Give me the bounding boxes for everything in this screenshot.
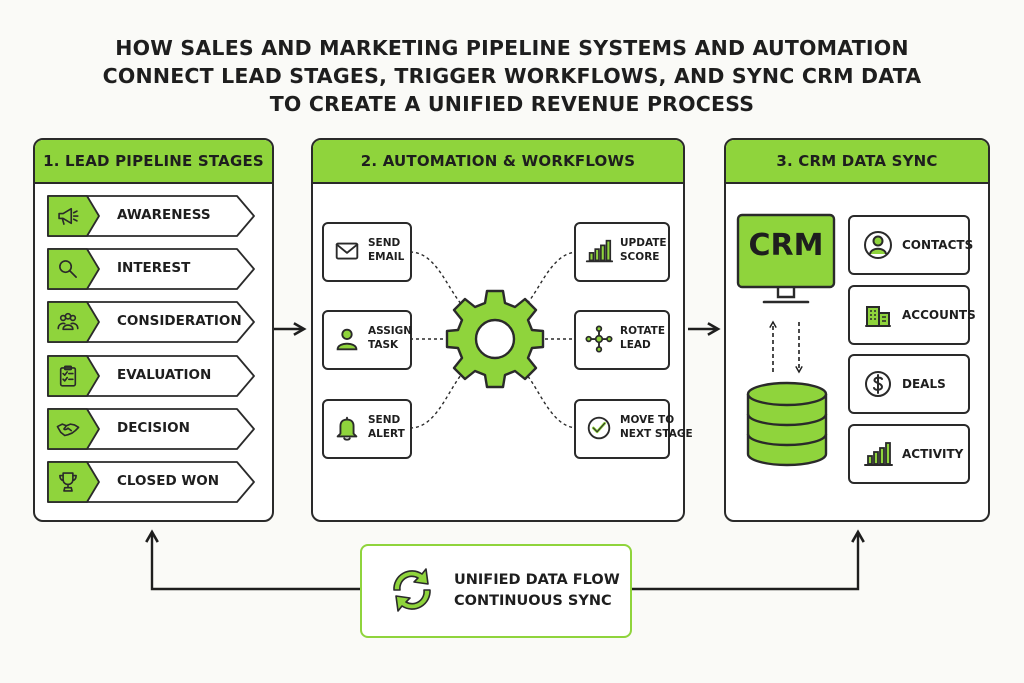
title-line-3: TO CREATE A UNIFIED REVENUE PROCESS	[269, 92, 755, 116]
stage-chevron-shape	[47, 301, 255, 343]
unified-line-1: UNIFIED DATA FLOW	[454, 572, 620, 588]
stage-evaluation: EVALUATION	[47, 355, 287, 397]
monitor-stand	[776, 287, 796, 299]
action-label: ROTATE LEAD	[620, 324, 665, 352]
action-label: ASSIGN TASK	[368, 324, 412, 352]
check-circle-icon	[584, 413, 614, 443]
title-line-1: HOW SALES AND MARKETING PIPELINE SYSTEMS…	[115, 36, 909, 60]
loop-arrow-left	[145, 529, 360, 591]
clipboard-icon	[53, 363, 85, 387]
crm-item-contacts: CONTACTS	[848, 215, 974, 275]
stage-label: CONSIDERATION	[117, 313, 242, 329]
monitor-screen	[736, 213, 836, 289]
action-label: SEND ALERT	[368, 413, 405, 441]
action-send-alert: SEND ALERT	[322, 399, 412, 459]
stage-closed-won: CLOSED WON	[47, 461, 287, 503]
action-label-line-2: NEXT STAGE	[620, 428, 693, 440]
stage-chevron-shape	[47, 461, 255, 503]
action-label-line-1: SEND	[368, 237, 401, 249]
stage-label: DECISION	[117, 420, 190, 436]
handshake-icon	[53, 416, 85, 440]
stage-label: EVALUATION	[117, 367, 212, 383]
stage-chevron-shape	[47, 408, 255, 450]
stage-interest: INTEREST	[47, 248, 287, 290]
crm-monitor-label: CRM	[748, 228, 824, 263]
gear-icon	[445, 289, 545, 389]
action-label-line-1: ROTATE	[620, 325, 666, 337]
user-circle-icon	[862, 229, 894, 261]
dollar-icon	[862, 368, 894, 400]
stage-decision: DECISION	[47, 408, 287, 450]
action-label-line-1: SEND	[368, 414, 401, 426]
crm-item-accounts: ACCOUNTS	[848, 285, 976, 345]
action-label: MOVE TO NEXT STAGE	[620, 413, 693, 441]
database-icon	[746, 381, 828, 467]
magnifier-icon	[53, 256, 85, 280]
crm-item-label: ACTIVITY	[902, 447, 964, 461]
action-label-line-2: SCORE	[620, 251, 660, 263]
megaphone-icon	[53, 203, 85, 227]
action-move-to-next-stage: MOVE TO NEXT STAGE	[574, 399, 693, 459]
stage-label: INTEREST	[117, 260, 191, 276]
stage-consideration: CONSIDERATION	[47, 301, 287, 343]
diagram-title: HOW SALES AND MARKETING PIPELINE SYSTEMS…	[0, 34, 1024, 118]
person-icon	[332, 324, 362, 354]
stage-chevron-shape	[47, 248, 255, 290]
stage-chevron-shape	[47, 355, 255, 397]
crm-item-deals: DEALS	[848, 354, 970, 414]
bar-chart-icon	[584, 236, 614, 266]
action-label-line-1: UPDATE	[620, 237, 667, 249]
bell-icon	[332, 413, 362, 443]
unified-label: UNIFIED DATA FLOW CONTINUOUS SYNC	[454, 570, 620, 612]
dash-alert	[409, 365, 471, 429]
crm-item-label: DEALS	[902, 377, 946, 391]
action-send-email: SEND EMAIL	[322, 222, 412, 282]
action-update-score: UPDATE SCORE	[574, 222, 670, 282]
action-label-line-1: ASSIGN	[368, 325, 413, 337]
pipeline-header: 1. LEAD PIPELINE STAGES	[35, 140, 272, 184]
action-label-line-2: TASK	[368, 339, 399, 351]
action-label-line-2: LEAD	[620, 339, 651, 351]
title-line-2: CONNECT LEAD STAGES, TRIGGER WORKFLOWS, …	[102, 64, 922, 88]
stage-awareness: AWARENESS	[47, 195, 287, 237]
unified-line-2: CONTINUOUS SYNC	[454, 593, 612, 609]
crm-item-label: ACCOUNTS	[902, 308, 976, 322]
crm-item-activity: ACTIVITY	[848, 424, 970, 484]
crm-item-label: CONTACTS	[902, 238, 974, 252]
crm-header: 3. CRM DATA SYNC	[726, 140, 988, 184]
action-rotate-lead: ROTATE LEAD	[574, 310, 670, 370]
dash-move	[517, 365, 579, 429]
automation-header: 2. AUTOMATION & WORKFLOWS	[313, 140, 683, 184]
building-icon	[862, 299, 894, 331]
loop-arrow-right	[628, 529, 865, 591]
sync-arrows-icon	[393, 568, 431, 612]
action-label: UPDATE SCORE	[620, 236, 667, 264]
action-label: SEND EMAIL	[368, 236, 404, 264]
unified-flow-box: UNIFIED DATA FLOW CONTINUOUS SYNC	[360, 544, 632, 638]
action-label-line-1: MOVE TO	[620, 414, 675, 426]
bar-chart-icon	[862, 438, 894, 470]
network-icon	[584, 324, 614, 354]
action-assign-task: ASSIGN TASK	[322, 310, 412, 370]
stage-label: CLOSED WON	[117, 473, 220, 489]
trophy-icon	[53, 469, 85, 493]
people-icon	[53, 309, 85, 333]
action-label-line-2: ALERT	[368, 428, 405, 440]
envelope-icon	[332, 236, 362, 266]
stage-label: AWARENESS	[117, 207, 211, 223]
action-label-line-2: EMAIL	[368, 251, 405, 263]
